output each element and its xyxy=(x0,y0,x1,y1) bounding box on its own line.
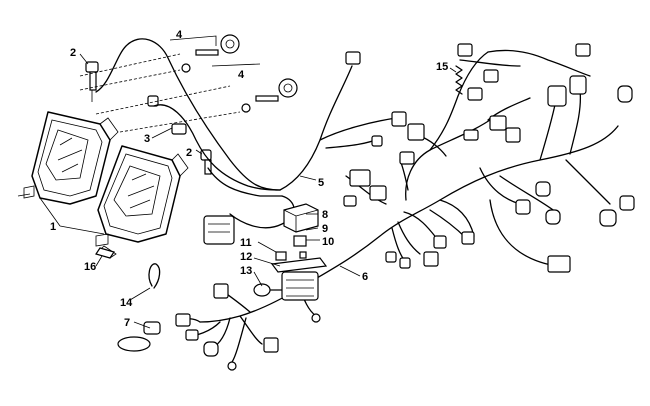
callout-2-upper: 2 xyxy=(70,47,76,59)
callout-12: 12 xyxy=(240,251,252,263)
relay-8 xyxy=(283,203,319,233)
callout-16: 16 xyxy=(84,261,96,273)
callout-11: 11 xyxy=(240,237,252,249)
mount-plate-12 xyxy=(270,257,328,273)
adjuster-knob-upper xyxy=(181,34,240,73)
leader-lines xyxy=(39,53,457,329)
coil-15 xyxy=(455,65,463,95)
callout-7: 7 xyxy=(124,317,130,329)
callout-8: 8 xyxy=(322,209,328,221)
relay-10 xyxy=(299,251,307,259)
callout-9: 9 xyxy=(322,223,328,235)
bulb-socket-upper xyxy=(85,61,99,102)
clamp-13 xyxy=(253,283,271,297)
bracket-16 xyxy=(95,247,115,259)
bulb-3 xyxy=(147,95,187,135)
callout-10: 10 xyxy=(322,236,334,248)
relay-9 xyxy=(293,235,307,247)
callout-4-lower: 4 xyxy=(238,69,245,81)
callout-5: 5 xyxy=(318,177,324,189)
callout-6: 6 xyxy=(362,271,368,283)
callout-13: 13 xyxy=(240,265,252,277)
cap-7 xyxy=(117,321,161,352)
callout-15: 15 xyxy=(436,61,448,73)
headlight-assembly-right xyxy=(95,145,189,259)
callout-labels: 1 2 2 3 4 4 5 6 7 8 9 10 11 12 13 14 15 … xyxy=(50,29,448,329)
callout-14: 14 xyxy=(120,297,133,309)
headlight-harness xyxy=(95,38,407,245)
headlight-assembly-left xyxy=(17,111,119,205)
callout-2-lower: 2 xyxy=(186,147,192,159)
cable-tie-14 xyxy=(148,263,161,289)
callout-3: 3 xyxy=(144,133,150,145)
callout-4-upper: 4 xyxy=(176,29,183,41)
adjuster-knob-lower xyxy=(241,78,298,113)
callout-1: 1 xyxy=(50,221,56,233)
relay-11 xyxy=(275,251,287,261)
harness-connectors xyxy=(175,43,635,371)
